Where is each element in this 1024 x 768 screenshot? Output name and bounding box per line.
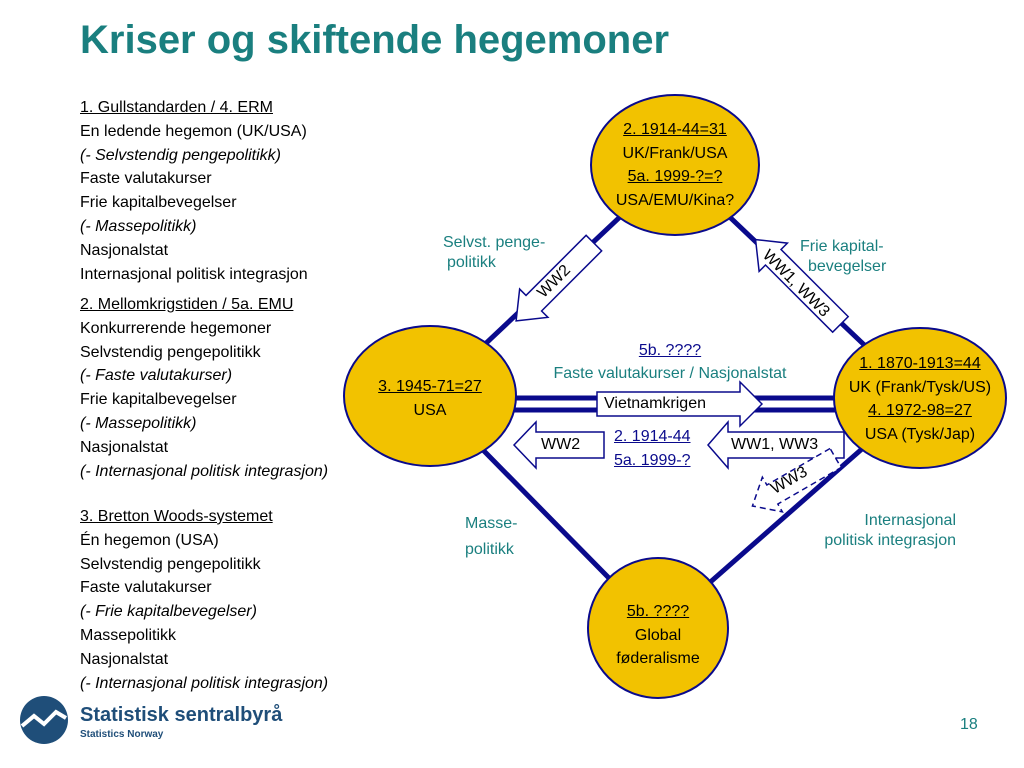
edge-label-capital-movements: Frie kapital- bevegelser (800, 238, 887, 275)
node-right (833, 327, 1007, 469)
block2-line: Konkurrerende hegemoner (80, 319, 272, 337)
block2-line: (- Internasjonal politisk integrasjon) (80, 462, 329, 480)
text-block-bretton-woods: 3. Bretton Woods-systemet Én hegemon (USA… (80, 505, 328, 695)
block3-line: 3. Bretton Woods-systemet (80, 508, 273, 525)
vietnam-arrow (596, 380, 764, 428)
block3-line: Én hegemon (USA) (80, 531, 219, 549)
block1-line: Nasjonalstat (80, 241, 169, 259)
node-left (343, 325, 517, 467)
ww2-arrow-center (512, 420, 605, 470)
ww1-ww3-arrow-center (707, 419, 845, 471)
node-bottom (587, 557, 729, 699)
node-right-label: 1. 1870-1913=44 UK (Frank/Tysk/US) 4. 19… (848, 355, 992, 443)
node-top-label: 2. 1914-44=31 UK/Frank/USA 5a. 1999-?=? … (615, 121, 735, 209)
block2-line: (- Faste valutakurser) (80, 367, 233, 385)
block1-line: 1. Gullstandarden / 4. ERM (80, 99, 273, 116)
block2-line: Nasjonalstat (80, 438, 169, 456)
block2-line: (- Massepolitikk) (80, 414, 197, 432)
edge-label-monetary-policy: Selvst. penge- politikk (443, 234, 546, 271)
block3-line: Massepolitikk (80, 626, 177, 644)
block3-line: Faste valutakurser (80, 579, 212, 597)
block1-line: Faste valutakurser (80, 170, 212, 188)
ww2-center-label: WW2 (541, 436, 581, 453)
logo-name: Statistisk sentralbyrå (80, 704, 283, 726)
block1-line: En ledende hegemon (UK/USA) (80, 122, 307, 140)
block2-line: Selvstendig pengepolitikk (80, 343, 261, 361)
block3-line: Nasjonalstat (80, 650, 169, 668)
ssb-logo-icon (20, 696, 68, 744)
block1-line: (- Massepolitikk) (80, 217, 197, 235)
block1-line: Frie kapitalbevegelser (80, 194, 237, 212)
page-number: 18 (960, 716, 978, 733)
logo-subtitle: Statistics Norway (80, 729, 164, 740)
edge-label-political-integration: Internasjonal politisk integrasjon (824, 512, 956, 549)
block3-line: (- Internasjonal politisk integrasjon) (80, 674, 329, 692)
ww1-ww3-arrow-top (754, 238, 850, 334)
block1-line: (- Selvstendig pengepolitikk) (80, 146, 281, 164)
block3-line: Selvstendig pengepolitikk (80, 555, 261, 573)
block2-line: 2. Mellomkrigstiden / 5a. EMU (80, 296, 294, 313)
text-block-gold-standard: 1. Gullstandarden / 4. ERM En ledende heg… (80, 96, 308, 286)
block3-line: (- Frie kapitalbevegelser) (80, 603, 257, 621)
vietnam-label: Vietnamkrigen (604, 395, 706, 412)
block1-line: Internasjonal politisk integrasjon (80, 265, 308, 283)
edge-label-periods: 2. 1914-44 5a. 1999-? (614, 428, 691, 469)
page-title: Kriser og skiftende hegemoner (80, 18, 670, 62)
node-top (590, 94, 760, 236)
node-bottom-label: 5b. ???? Global føderalisme (616, 603, 700, 667)
ww2-arrow-top (515, 234, 603, 322)
edge-label-fixed-rates: 5b. ???? Faste valutakurser / Nasjonalst… (553, 342, 787, 382)
text-block-interwar: 2. Mellomkrigstiden / 5a. EMU Konkurreren… (80, 293, 328, 483)
edge-label-mass-politics: Masse- politikk (465, 515, 518, 558)
node-left-label: 3. 1945-71=27 USA (378, 378, 482, 419)
ww3-dashed-arrow (751, 447, 843, 513)
block2-line: Frie kapitalbevegelser (80, 391, 237, 409)
ww1-ww3-center-label: WW1, WW3 (731, 436, 819, 453)
